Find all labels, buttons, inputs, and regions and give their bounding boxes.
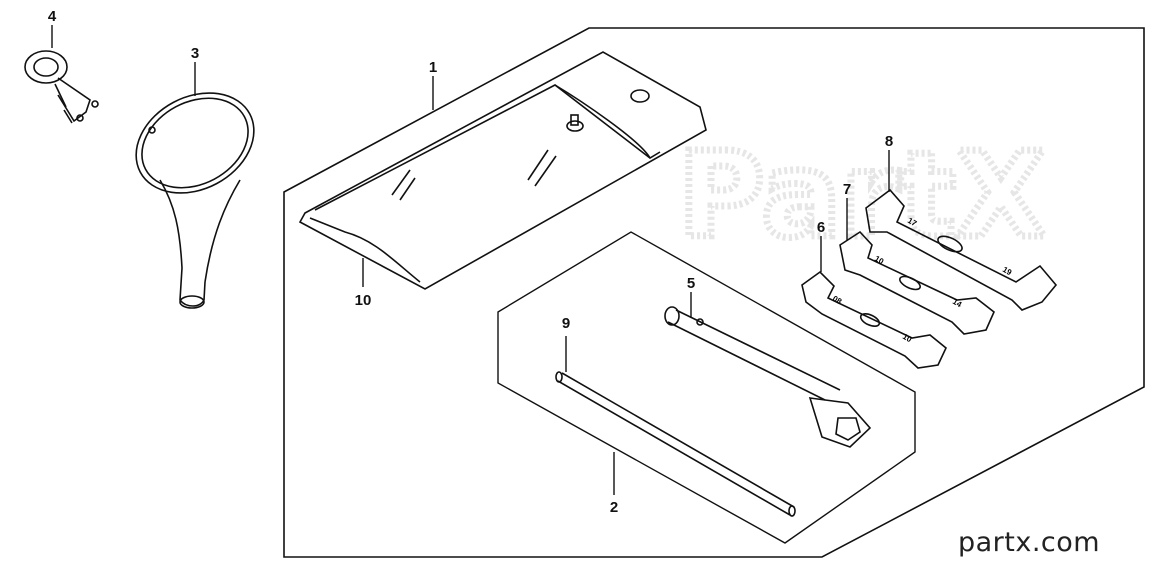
callout-4: 4 <box>48 8 57 25</box>
funnel-part <box>135 92 255 309</box>
tool-set-frame <box>497 231 916 544</box>
handle-bar-part <box>555 371 796 517</box>
callout-8: 8 <box>885 133 893 150</box>
wrench-17-19-part <box>865 188 1058 311</box>
callout-6: 6 <box>817 219 825 236</box>
wrench-8-10-part <box>801 270 947 369</box>
tool-bag-part <box>298 51 707 290</box>
callout-2: 2 <box>610 499 618 516</box>
leader-lines <box>51 25 890 495</box>
callout-9: 9 <box>562 315 570 332</box>
callout-10: 10 <box>355 292 372 309</box>
svg-text:PartX: PartX <box>678 126 1047 264</box>
callout-7: 7 <box>843 181 851 198</box>
plug-wrench-part <box>664 306 872 448</box>
callout-1: 1 <box>429 59 437 76</box>
callout-5: 5 <box>687 275 695 292</box>
site-watermark: partx.com <box>958 527 1101 558</box>
bracket-part <box>24 50 99 124</box>
tool-kit-frame <box>283 27 1145 558</box>
partx-logo-mark: PartX <box>675 123 1051 268</box>
wrench-10-14-part <box>839 230 995 335</box>
callout-3: 3 <box>191 45 199 62</box>
